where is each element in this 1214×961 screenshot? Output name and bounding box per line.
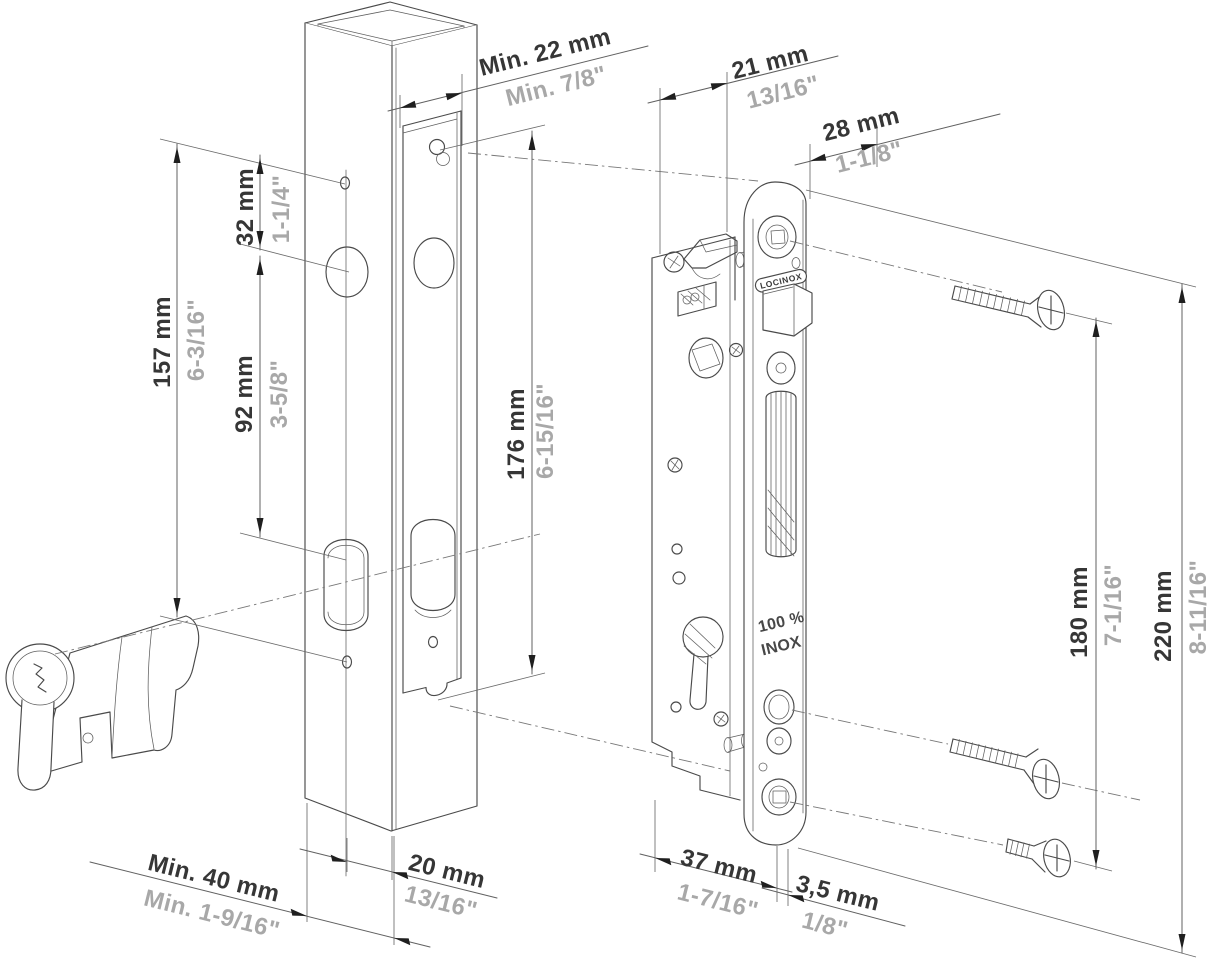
faceplate-top-screw-hole — [757, 215, 797, 259]
lock-case — [651, 233, 761, 801]
phillips-cross-icon — [1038, 295, 1064, 325]
dim-176-inch: 6-15/16" — [532, 383, 559, 479]
dim-32-mm: 32 mm — [232, 168, 259, 246]
dim-220-inch: 8-11/16" — [1185, 560, 1212, 655]
latch-bolt — [762, 283, 813, 337]
leader-lines — [159, 124, 1197, 958]
lock-faceplate: LOCINOX 100 % INOX — [743, 181, 813, 846]
faceplate-bottom-screw-hole — [761, 778, 797, 816]
key-slot — [33, 663, 47, 693]
gate-profile-post — [304, 1, 478, 877]
dim-32-inch: 1-1/4" — [268, 175, 295, 243]
post-cylinder-slot — [323, 538, 369, 632]
dim-220-mm: 220 mm — [1150, 570, 1177, 662]
dim-176-mm: 176 mm — [503, 388, 530, 480]
post-mortise-slot — [402, 110, 462, 697]
dim-157-inch: 6-3/16" — [183, 299, 210, 381]
deadbolt-window — [765, 390, 797, 558]
phillips-cross-icon — [1033, 764, 1059, 794]
dim-157-mm: 157 mm — [149, 296, 176, 388]
dim-92-mm: 92 mm — [231, 355, 258, 433]
latch-lever — [683, 233, 738, 269]
euro-cylinder — [5, 615, 200, 791]
spindle-hub — [688, 337, 724, 379]
mounting-screw-long — [949, 738, 1061, 800]
mounting-screw-short — [1005, 838, 1071, 878]
dim-180-inch: 7-1/16" — [1100, 564, 1127, 646]
extension-lines — [306, 72, 878, 945]
centerlines — [54, 152, 1141, 846]
dimension-lines — [89, 45, 1183, 954]
dim-92-inch: 3-5/8" — [266, 360, 293, 428]
post-bottom-fixing-hole — [341, 655, 353, 669]
dim-3-5-inch: 1/8" — [799, 907, 850, 944]
euro-cylinder-cutout — [682, 616, 724, 710]
mounting-screw-top — [951, 285, 1066, 331]
dimension-arrows — [173, 83, 1186, 950]
faceplate-middle-screw-hole — [763, 689, 795, 725]
phillips-cross-icon — [1044, 844, 1070, 872]
post-handle-hole — [325, 246, 369, 298]
dim-180-mm: 180 mm — [1066, 566, 1093, 658]
